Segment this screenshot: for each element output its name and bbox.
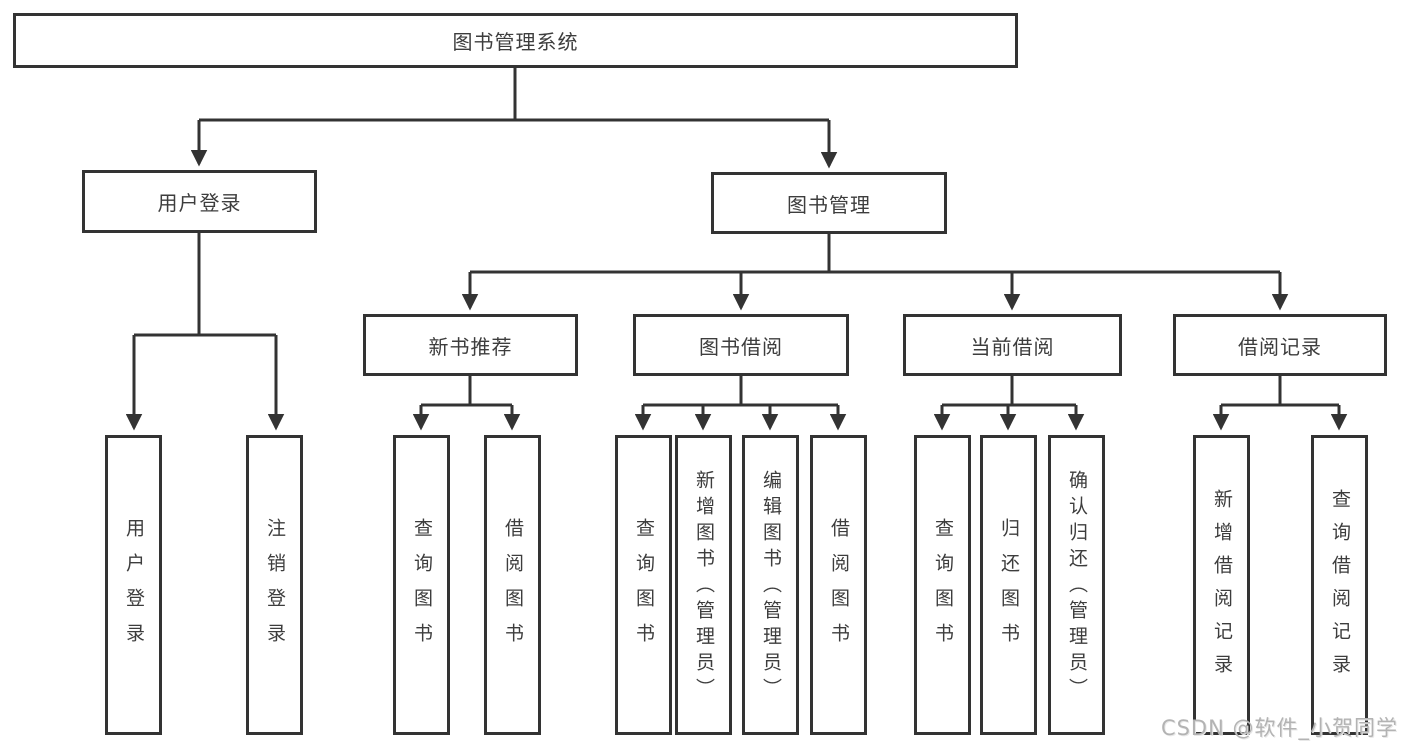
leaf-query-borrow-record: 查询借阅记录 — [1311, 435, 1368, 735]
node-borrow-records: 借阅记录 — [1173, 314, 1387, 376]
node-user-login: 用户登录 — [82, 170, 317, 233]
leaf-logout: 注销登录 — [246, 435, 303, 735]
leaf-add-borrow-record: 新增借阅记录 — [1193, 435, 1250, 735]
leaf-return-book: 归还图书 — [980, 435, 1037, 735]
node-new-book-recommend: 新书推荐 — [363, 314, 578, 376]
node-book-borrow: 图书借阅 — [633, 314, 849, 376]
leaf-newbook-query-book: 查询图书 — [393, 435, 450, 735]
root-node-library-system: 图书管理系统 — [13, 13, 1018, 68]
leaf-borrow-query-book: 查询图书 — [615, 435, 672, 735]
leaf-user-login: 用户登录 — [105, 435, 162, 735]
csdn-watermark: CSDN @软件_小贺同学 — [1160, 716, 1398, 740]
leaf-add-book-admin: 新增图书（管理员） — [675, 435, 732, 735]
node-book-management: 图书管理 — [711, 172, 947, 234]
node-current-borrow: 当前借阅 — [903, 314, 1122, 376]
leaf-confirm-return-admin: 确认归还（管理员） — [1048, 435, 1105, 735]
leaf-newbook-borrow-book: 借阅图书 — [484, 435, 541, 735]
leaf-borrow-borrow-book: 借阅图书 — [810, 435, 867, 735]
leaf-edit-book-admin: 编辑图书（管理员） — [742, 435, 799, 735]
leaf-current-query-book: 查询图书 — [914, 435, 971, 735]
